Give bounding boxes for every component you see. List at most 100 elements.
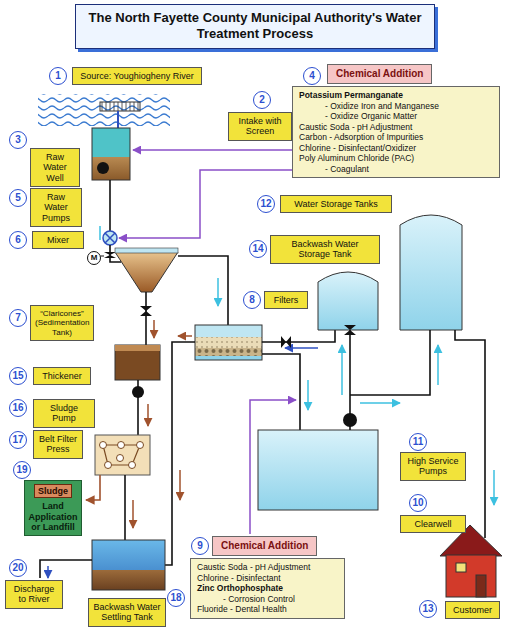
callout-number: 11 bbox=[409, 433, 427, 451]
flow-line bbox=[99, 226, 101, 240]
label-text: Backwash Water Storage Tank bbox=[275, 239, 375, 260]
pipe bbox=[262, 330, 335, 342]
sludge-heading: Sludge bbox=[34, 484, 72, 498]
flow-arrow bbox=[47, 566, 49, 578]
label-box: Customer bbox=[445, 601, 500, 619]
callout-number: 17 bbox=[9, 431, 27, 449]
label-text: Backwash Water Settling Tank bbox=[93, 602, 161, 623]
callout-number: 7 bbox=[9, 309, 27, 327]
flow-arrow bbox=[341, 345, 343, 395]
label-box: Mixer bbox=[32, 231, 84, 249]
label-box: Discharge to River bbox=[5, 580, 63, 609]
chemical-item: Chlorine - Disinfectant bbox=[197, 573, 338, 584]
flow-arrow bbox=[285, 347, 318, 349]
label-box: Thickener bbox=[33, 367, 91, 385]
motor-shaft bbox=[101, 256, 105, 257]
chemical-list: Potassium Permanganate- Oxidize Iron and… bbox=[292, 86, 500, 178]
mixer-symbol bbox=[103, 231, 117, 245]
valve-symbol bbox=[344, 325, 356, 335]
chemical-heading: Chemical Addition bbox=[212, 536, 317, 556]
flow-arrow bbox=[217, 278, 219, 306]
motor-label: M bbox=[88, 252, 100, 264]
river-waves bbox=[38, 94, 170, 126]
pipe bbox=[455, 330, 485, 538]
chemical-item: Carbon - Adsorption of Impurities bbox=[299, 132, 493, 143]
chemical-box: Chemical AdditionPotassium Permanganate-… bbox=[292, 64, 500, 178]
press-rollers bbox=[100, 442, 144, 469]
press-roller bbox=[100, 442, 107, 449]
label-text: Raw Water Well bbox=[35, 152, 75, 183]
filter-underdrain bbox=[195, 356, 262, 360]
callout-number: 2 bbox=[253, 91, 271, 109]
pipe bbox=[350, 330, 430, 395]
label-box: Belt Filter Press bbox=[33, 430, 83, 459]
flow-arrow bbox=[307, 380, 309, 410]
sludge-box: SludgeLand Application or Landfill bbox=[24, 480, 82, 536]
label-box: Filters bbox=[264, 291, 308, 309]
chemical-item: Chlorine - Disinfectant/Oxidizer bbox=[299, 143, 493, 154]
mixer-symbol bbox=[105, 233, 115, 243]
label-text: Sludge Pump bbox=[38, 403, 90, 424]
label-text: “Claricones” (Sedimentation Tank) bbox=[35, 309, 89, 337]
sludge-text: Land Application or Landfill bbox=[28, 501, 78, 532]
claricone-top bbox=[115, 248, 178, 253]
label-box: Intake with Screen bbox=[228, 112, 292, 141]
chemical-list: Caustic Soda - pH AdjustmentChlorine - D… bbox=[190, 558, 345, 619]
pipe bbox=[262, 354, 300, 430]
valve-symbol bbox=[140, 306, 152, 316]
chemical-box: Chemical AdditionCaustic Soda - pH Adjus… bbox=[190, 536, 345, 619]
chemical-item: - Corrosion Control bbox=[197, 594, 338, 605]
chemical-feed bbox=[119, 170, 292, 238]
label-box: Source: Youghiogheny River bbox=[72, 67, 202, 85]
house-door bbox=[476, 575, 486, 597]
callout-number: 13 bbox=[419, 600, 437, 618]
label-text: Thickener bbox=[38, 371, 86, 381]
sludge-pump bbox=[132, 386, 144, 398]
pipe bbox=[124, 475, 126, 540]
title: The North Fayette County Municipal Autho… bbox=[75, 4, 435, 49]
label-text: Raw Water Pumps bbox=[35, 192, 77, 223]
callout-number: 1 bbox=[49, 67, 67, 85]
callout-number: 16 bbox=[9, 399, 27, 417]
flow-arrow bbox=[147, 404, 149, 426]
press-roller bbox=[118, 442, 125, 449]
callout-number: 20 bbox=[9, 559, 27, 577]
pipe bbox=[40, 560, 92, 578]
callout-number: 4 bbox=[303, 67, 321, 85]
pipe bbox=[178, 256, 228, 325]
chemical-item: - Coagulant bbox=[299, 164, 493, 175]
flow-arrow bbox=[360, 402, 400, 404]
pipe bbox=[165, 342, 195, 565]
chemical-heading: Chemical Addition bbox=[327, 64, 432, 84]
label-box: High Service Pumps bbox=[400, 452, 466, 481]
house-body bbox=[446, 555, 496, 597]
filter-water bbox=[195, 325, 262, 337]
flow-arrow bbox=[179, 470, 181, 500]
label-text: Mixer bbox=[37, 235, 79, 245]
house-window bbox=[456, 563, 466, 572]
claricone-tank bbox=[115, 252, 178, 292]
label-text: Intake with Screen bbox=[233, 116, 287, 137]
flow-arrow bbox=[437, 345, 439, 385]
callout-number: 3 bbox=[9, 131, 27, 149]
intake-pipe bbox=[117, 111, 119, 128]
water-storage-tank bbox=[400, 215, 462, 330]
callout-number: 12 bbox=[257, 195, 275, 213]
callout-number: 15 bbox=[9, 367, 27, 385]
callout-number: 19 bbox=[13, 461, 31, 479]
label-text: Discharge to River bbox=[10, 584, 58, 605]
backwash-settling-tank bbox=[92, 540, 165, 590]
label-box: Clearwell bbox=[400, 515, 466, 533]
label-text: Customer bbox=[450, 605, 495, 615]
sludge-flow bbox=[86, 475, 100, 500]
chemical-item: - Oxidize Iron and Manganese bbox=[299, 101, 493, 112]
chemical-feed bbox=[133, 149, 292, 151]
high-service-pump bbox=[343, 413, 357, 427]
valve-symbol bbox=[104, 252, 116, 258]
clearwell-tank bbox=[258, 430, 378, 510]
label-box: Backwash Water Storage Tank bbox=[270, 235, 380, 264]
label-box: Raw Water Pumps bbox=[30, 188, 82, 227]
press-roller bbox=[129, 462, 136, 469]
filter-gravel bbox=[195, 348, 262, 356]
label-box: Water Storage Tanks bbox=[280, 195, 392, 213]
